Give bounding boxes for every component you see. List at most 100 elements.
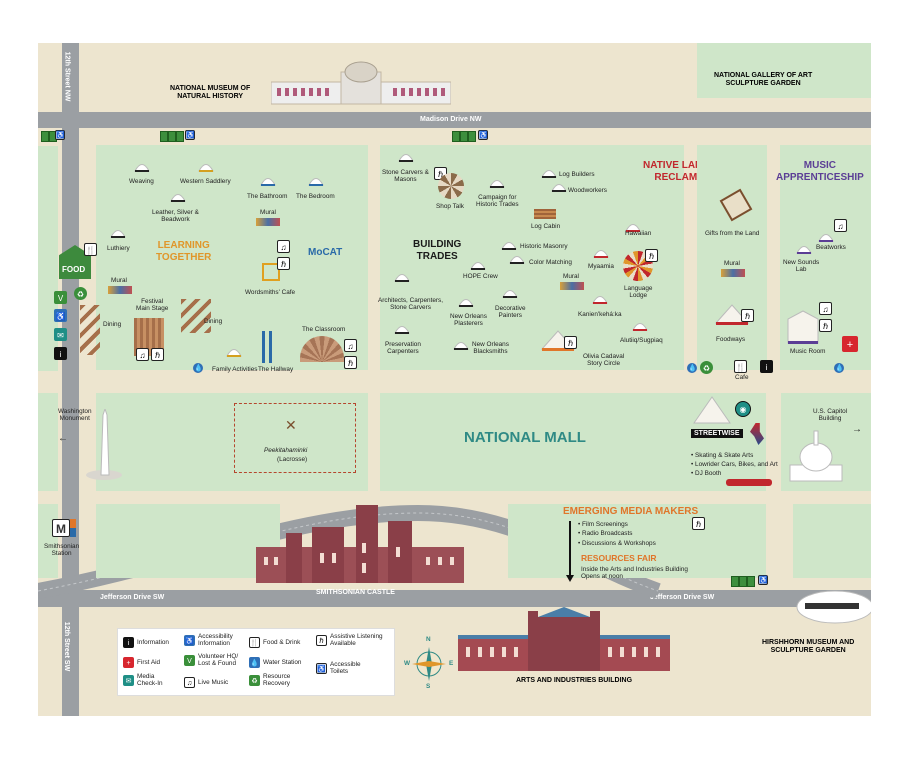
decorative-painters-label: Decorative Painters	[495, 305, 526, 320]
tent-icon	[593, 250, 609, 258]
toilet-icon[interactable]	[41, 131, 49, 142]
resources-fair-title: RESOURCES FAIR	[581, 553, 657, 563]
mural-graphic	[108, 286, 132, 294]
water-station-icon[interactable]: 💧	[834, 363, 844, 373]
emerging-item: • Discussions & Workshops	[578, 540, 656, 547]
assistive-listening-icon[interactable]: ℏ	[692, 517, 705, 530]
toilet-icon[interactable]	[460, 131, 468, 142]
toilet-icon[interactable]	[160, 131, 168, 142]
smithsonian-station-label: Smithsonian Station	[44, 543, 80, 558]
leather-silver-beadwork-label: Leather, Silver & Beadwork	[152, 209, 199, 224]
assistive-listening-icon[interactable]: ℏ	[344, 356, 357, 369]
first-aid-icon[interactable]: +	[842, 336, 858, 352]
metro-icon[interactable]: M	[52, 519, 70, 537]
water-station-icon[interactable]: 💧	[193, 363, 203, 373]
log-cabin-graphic	[534, 209, 556, 219]
legend-toilets: ♿Accessible Toilets	[316, 661, 361, 676]
the-hallway-label: The Hallway	[258, 366, 294, 373]
assistive-listening-icon[interactable]: ℏ	[564, 336, 577, 349]
madison-drive-label: Madison Drive NW	[420, 116, 482, 123]
cafe-label: Cafe	[735, 374, 749, 381]
legend-first-aid: +First Aid	[123, 657, 160, 668]
volunteer-hq-icon[interactable]: V	[54, 291, 67, 304]
information-icon[interactable]: i	[760, 360, 773, 373]
live-music-icon[interactable]: ♫	[819, 302, 832, 315]
compass-n: N	[426, 636, 431, 643]
natural-history-museum-building	[271, 61, 451, 105]
streetwise-item: • Lowrider Cars, Bikes, and Art	[691, 461, 778, 468]
washington-monument-block	[38, 393, 58, 491]
toilet-icon[interactable]	[176, 131, 184, 142]
wordsmiths-cafe-label: Wordsmiths' Cafe	[245, 289, 296, 296]
resources-fair-subtitle: Inside the Arts and Industries Building …	[581, 566, 688, 581]
family-activities-label: Family Activities	[212, 366, 258, 373]
tent-icon	[458, 299, 474, 307]
mural-label: Mural	[724, 260, 740, 267]
live-music-icon[interactable]: ♫	[344, 339, 357, 352]
accessibility-icon: ♿	[184, 634, 195, 646]
stone-carvers-masons-label: Stone Carvers & Masons	[382, 169, 429, 184]
lacrosse-sticks-icon: ✕	[285, 417, 297, 433]
the-bathroom-label: The Bathroom	[247, 193, 288, 200]
toilet-icon[interactable]	[452, 131, 460, 142]
log-cabin-label: Log Cabin	[531, 223, 561, 230]
toilet-icon[interactable]	[168, 131, 176, 142]
wordsmiths-cafe-frame	[262, 263, 280, 281]
smithsonian-castle-graphic	[256, 505, 464, 583]
tent-icon	[501, 242, 517, 250]
live-music-icon: ♫	[184, 677, 195, 688]
assistive-listening-icon[interactable]: ℏ	[741, 309, 754, 322]
toilet-icon[interactable]	[468, 131, 476, 142]
dining-tables	[181, 299, 211, 333]
hawaiian-label: Hawaiian	[625, 230, 652, 237]
building-trades-title: BUILDING TRADES	[413, 239, 462, 262]
accessibility-icon[interactable]: ♿	[478, 130, 488, 140]
music-room-label: Music Room	[790, 348, 826, 355]
assistive-listening-icon[interactable]: ℏ	[277, 257, 290, 270]
down-arrow	[569, 521, 571, 577]
accessibility-icon[interactable]: ♿	[758, 575, 768, 585]
gallery-garden-block	[697, 43, 871, 98]
lacrosse-label: (Lacrosse)	[277, 456, 308, 463]
tent-icon	[632, 323, 648, 331]
resource-recovery-icon[interactable]: ♻	[700, 361, 713, 374]
tent-icon	[134, 164, 150, 172]
first-aid-icon: +	[123, 657, 134, 668]
media-checkin-icon[interactable]: ✉	[54, 328, 67, 341]
tent-icon	[226, 349, 242, 357]
assistive-listening-icon[interactable]: ℏ	[819, 319, 832, 332]
media-checkin-icon: ✉	[123, 674, 134, 686]
tent-icon	[170, 194, 186, 202]
hirshhorn-label: HIRSHHORN MUSEUM AND SCULPTURE GARDEN	[762, 639, 855, 655]
new-orleans-plasterers-label: New Orleans Plasterers	[450, 313, 487, 328]
assistive-listening-icon[interactable]: ℏ	[645, 249, 658, 262]
dj-turntable-icon[interactable]: ◉	[735, 401, 751, 417]
food-drink-icon[interactable]: 🍴	[734, 360, 747, 373]
water-station-icon[interactable]: 💧	[687, 363, 697, 373]
mocat-title: MoCAT	[308, 247, 343, 258]
tent-icon	[260, 178, 276, 186]
tent-icon	[509, 256, 525, 264]
assistive-listening-icon[interactable]: ℏ	[151, 348, 164, 361]
lower-left-grass	[38, 504, 58, 578]
toilet-icon[interactable]	[731, 576, 739, 587]
tent-icon	[110, 230, 126, 238]
accessibility-icon[interactable]: ♿	[185, 130, 195, 140]
live-music-icon[interactable]: ♫	[277, 240, 290, 253]
tent-icon	[592, 296, 608, 304]
compass-s: S	[426, 683, 431, 690]
architects-carpenters-label: Architects, Carpenters, Stone Carvers	[378, 297, 443, 312]
luthiery-label: Luthiery	[107, 245, 130, 252]
accessibility-icon: ♿	[316, 662, 327, 674]
mall-left-block	[96, 393, 368, 491]
information-icon[interactable]: i	[54, 347, 67, 360]
live-music-icon[interactable]: ♫	[834, 219, 847, 232]
toilet-icon[interactable]	[739, 576, 747, 587]
food-drink-icon[interactable]: 🍴	[84, 243, 97, 256]
accessibility-info-icon[interactable]: ♿	[54, 309, 67, 322]
live-music-icon[interactable]: ♫	[136, 348, 149, 361]
accessibility-icon[interactable]: ♿	[55, 130, 65, 140]
toilet-icon[interactable]	[747, 576, 755, 587]
resource-recovery-icon[interactable]: ♻	[74, 287, 87, 300]
